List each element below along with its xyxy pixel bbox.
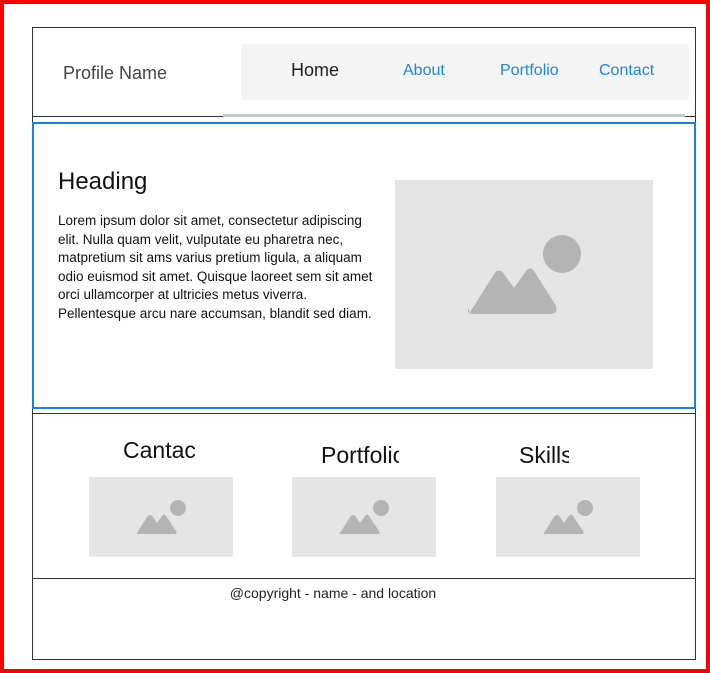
card-title-portfolio: Portfolio bbox=[321, 442, 399, 468]
profile-name: Profile Name bbox=[63, 63, 168, 83]
nav-item-home[interactable]: Home bbox=[291, 60, 340, 80]
footer-copyright: @copyright - name - and location bbox=[229, 585, 437, 601]
wireframe-page: Profile Name Home About Portfolio Contac… bbox=[32, 27, 696, 660]
image-placeholder-icon bbox=[292, 477, 436, 557]
card-title-skills: Skills bbox=[519, 442, 569, 468]
nav-item-contact[interactable]: Contact bbox=[599, 62, 655, 79]
nav-item-portfolio[interactable]: Portfolio bbox=[500, 62, 559, 79]
image-placeholder-icon bbox=[395, 180, 653, 369]
nav-underline bbox=[223, 114, 685, 117]
image-placeholder-icon bbox=[89, 477, 233, 557]
footer-divider bbox=[33, 578, 695, 579]
section-divider bbox=[33, 413, 695, 414]
hero-body-text: Lorem ipsum dolor sit amet, consectetur … bbox=[58, 213, 373, 321]
hero-section: Heading Lorem ipsum dolor sit amet, cons… bbox=[32, 122, 696, 409]
nav-item-about[interactable]: About bbox=[403, 62, 445, 79]
card-title-contact: Cantac bbox=[123, 437, 195, 463]
nav-bar: Home About Portfolio Contact bbox=[241, 44, 689, 100]
hero-heading: Heading bbox=[58, 168, 148, 195]
header: Profile Name Home About Portfolio Contac… bbox=[33, 28, 695, 117]
image-placeholder-icon bbox=[496, 477, 640, 557]
